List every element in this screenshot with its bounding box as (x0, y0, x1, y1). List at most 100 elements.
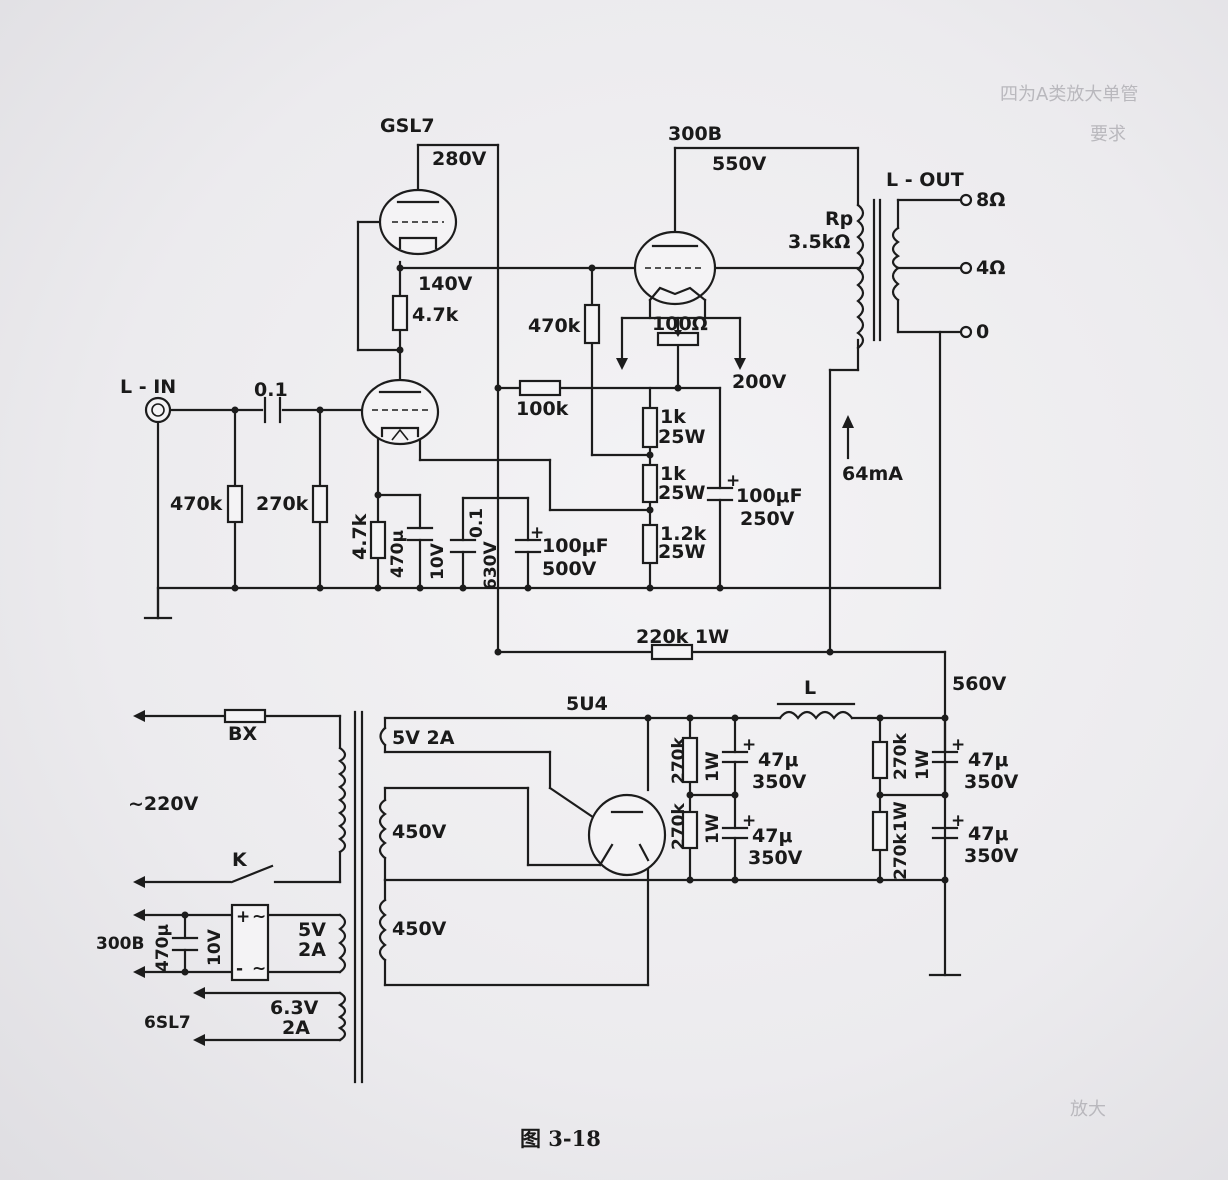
svg-text:+: + (530, 523, 544, 543)
label-200v: 200V (732, 371, 787, 393)
resistor-470k-grid (583, 303, 601, 345)
tube-300b (633, 230, 717, 306)
label-470k-grid: 470k (528, 315, 581, 337)
label-100uf-500v: 100μF (542, 535, 609, 557)
arrow-mains-bottom (133, 876, 145, 888)
label-350v-3: 350V (964, 771, 1019, 793)
label-2a-heater: 2A (298, 939, 326, 961)
label-100k: 100k (516, 398, 569, 420)
resistor-470k-input (226, 484, 244, 524)
label-47u-3: 47μ (968, 749, 1008, 771)
capacitor-0-1-630v (449, 538, 477, 554)
label-l-out: L - OUT (886, 169, 964, 191)
arrow-300b-heater-b (133, 966, 145, 978)
label-350v-2: 350V (748, 847, 803, 869)
label-2a-6sl7: 2A (282, 1017, 310, 1039)
svg-text:要求: 要求 (1090, 124, 1126, 145)
label-5v-2a: 5V 2A (392, 727, 455, 749)
svg-text:放大: 放大 (1070, 1099, 1106, 1120)
label-220k-1w: 220k 1W (636, 626, 729, 648)
terminal-0 (959, 325, 973, 339)
tube-6sl7-lower (360, 378, 440, 446)
label-270k-4-power: 1W (891, 801, 911, 832)
label-450v-b: 450V (392, 918, 447, 940)
label-270k-1-power: 1W (703, 751, 723, 782)
tube-6sl7-upper (378, 188, 458, 256)
label-0-ohm: 0 (976, 321, 989, 343)
resistor-4-7k-cathode (369, 520, 387, 560)
label-100uf-250v: 100μF (736, 485, 803, 507)
capacitor-47u-3: + (931, 735, 965, 797)
current-arrow (842, 415, 854, 460)
label-1-2k-power: 25W (658, 541, 705, 563)
label-350v-4: 350V (964, 845, 1019, 867)
label-470u: 470μ (388, 530, 408, 578)
label-4-ohm: 4Ω (976, 257, 1005, 279)
resistor-270k-1 (681, 736, 699, 784)
label-4-7k-plate: 4.7k (412, 304, 459, 326)
capacitor-470u-heater (171, 936, 199, 952)
resistor-270k-2 (681, 810, 699, 850)
svg-text:+: + (742, 735, 756, 755)
label-300b: 300B (668, 123, 722, 145)
label-300b-heater: 300B (96, 934, 144, 954)
resistor-1k-b (641, 463, 659, 504)
label-0-1-630v: 0.1 (467, 508, 487, 538)
label-64ma: 64mA (842, 463, 903, 485)
label-6-3v: 6.3V (270, 997, 319, 1019)
label-47u-4: 47μ (968, 823, 1008, 845)
label-450v-a: 450V (392, 821, 447, 843)
label-rp-value: 3.5kΩ (788, 231, 850, 253)
svg-text:+: + (726, 471, 740, 491)
label-270k-2-power: 1W (703, 813, 723, 844)
label-270k-2: 270k (669, 803, 689, 850)
capacitor-47u-2: + (721, 811, 756, 840)
bridge-rectifier: + ~ - ~ (230, 903, 270, 982)
capacitor-100u-250v: + (706, 471, 740, 502)
label-choke-l: L (804, 677, 816, 699)
fuse-bx (223, 708, 267, 724)
arrow-300b-heater-a (133, 909, 145, 921)
label-10v-heater: 10V (205, 928, 225, 966)
resistor-100k (518, 379, 562, 397)
resistor-220k (650, 643, 694, 661)
arrow-6sl7-heater-b (193, 1034, 205, 1046)
label-1k-b-power: 25W (658, 482, 705, 504)
capacitor-100u-500v: + (514, 523, 544, 554)
label-6sl7-heater: 6SL7 (144, 1013, 191, 1033)
svg-text:四为A类放大单管: 四为A类放大单管 (1000, 84, 1138, 105)
label-220v-ac: ~220V (128, 793, 199, 815)
label-gsl7: GSL7 (380, 115, 435, 137)
label-550v: 550V (712, 153, 767, 175)
label-350v-1: 350V (752, 771, 807, 793)
label-1k-a-power: 25W (658, 426, 705, 448)
label-l-in: L - IN (120, 376, 176, 398)
label-switch-k: K (232, 849, 248, 871)
resistor-100-ohm (656, 316, 700, 347)
junction-dots (181, 264, 949, 976)
resistor-270k-4 (871, 810, 889, 852)
label-47u-1: 47μ (758, 749, 798, 771)
label-500v: 500V (542, 558, 597, 580)
terminal-8-ohm (959, 193, 973, 207)
choke-inductor (778, 710, 854, 720)
label-470k-input: 470k (170, 493, 223, 515)
label-10v: 10V (428, 542, 448, 580)
power-transformer (337, 710, 387, 1084)
svg-text:~: ~ (252, 907, 266, 927)
label-280v: 280V (432, 148, 487, 170)
label-bx: BX (228, 723, 257, 745)
label-270k-input: 270k (256, 493, 309, 515)
label-5v-heater: 5V (298, 919, 326, 941)
label-5u4: 5U4 (566, 693, 608, 715)
label-470u-heater: 470μ (153, 924, 173, 972)
label-1-2k: 1.2k (660, 523, 707, 545)
label-270k-3: 270k (891, 733, 911, 780)
resistor-4-7k-plate (391, 294, 409, 332)
svg-text:~: ~ (252, 959, 266, 979)
terminal-4-ohm (959, 261, 973, 275)
resistor-1-2k (641, 523, 659, 565)
label-1k-a: 1k (660, 406, 686, 428)
